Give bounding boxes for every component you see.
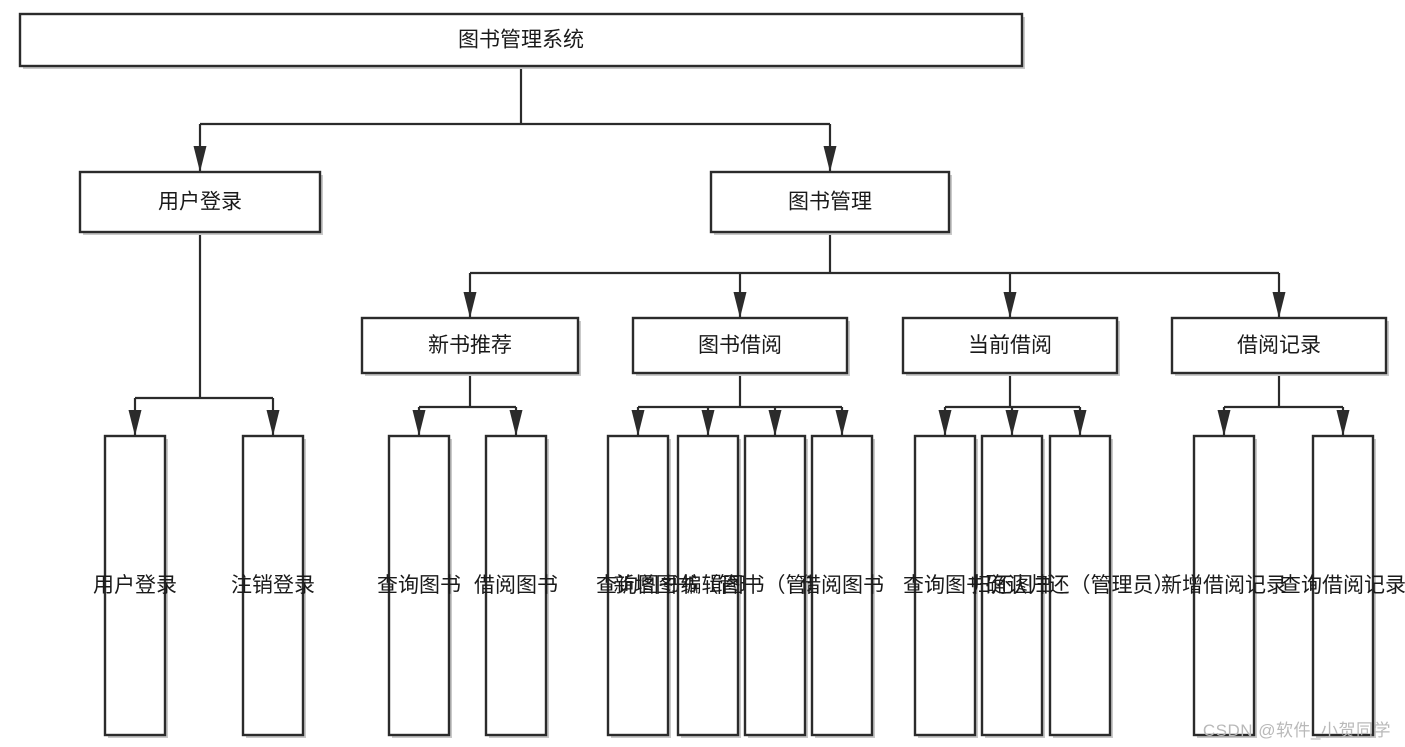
arrow-head-icon: [1073, 410, 1087, 436]
node-book-borrow[interactable]: 图书借阅: [631, 316, 850, 376]
node-label: 归还图书: [970, 574, 1054, 597]
node-label: 确认归还（管理员）: [986, 574, 1175, 597]
node-label: 查询图书: [377, 574, 461, 597]
node-rect[interactable]: [709, 170, 951, 234]
arrow-head-icon: [733, 292, 747, 318]
node-label: 用户登录: [158, 191, 242, 214]
node-leaf-borrow-book[interactable]: 借阅图书: [800, 434, 884, 738]
node-label: 借阅记录: [1237, 334, 1321, 357]
node-leaf-query-book-current[interactable]: 查询图书: [903, 434, 987, 738]
arrow-head-icon: [1272, 292, 1286, 318]
arrow-head-icon: [1005, 410, 1019, 436]
node-rect[interactable]: [18, 12, 1024, 68]
node-rect[interactable]: [810, 434, 874, 737]
node-user-login[interactable]: 用户登录: [78, 170, 323, 235]
node-leaf-user-login[interactable]: 用户登录: [93, 434, 177, 738]
arrow-head-icon: [701, 410, 715, 436]
csdn-watermark: CSDN @软件_小贺同学: [1202, 721, 1391, 740]
node-rect[interactable]: [78, 170, 322, 234]
node-rect[interactable]: [360, 316, 580, 375]
node-book-management[interactable]: 图书管理: [709, 170, 952, 235]
arrow-head-icon: [193, 146, 207, 172]
node-label: 借阅图书: [800, 574, 884, 597]
arrow-head-icon: [128, 410, 142, 436]
node-rect[interactable]: [484, 434, 548, 737]
node-leaf-query-book-recommend[interactable]: 查询图书: [377, 434, 461, 738]
node-rect[interactable]: [980, 434, 1044, 737]
connectors-layer: [128, 66, 1350, 436]
arrow-head-icon: [631, 410, 645, 436]
arrow-head-icon: [938, 410, 952, 436]
node-rect[interactable]: [1311, 434, 1375, 737]
node-root[interactable]: 图书管理系统: [18, 12, 1025, 69]
arrow-head-icon: [1217, 410, 1231, 436]
node-rect[interactable]: [901, 316, 1119, 375]
node-leaf-logout-login[interactable]: 注销登录: [231, 434, 315, 738]
node-rect[interactable]: [1192, 434, 1256, 737]
node-current-borrow[interactable]: 当前借阅: [901, 316, 1120, 376]
arrow-head-icon: [463, 292, 477, 318]
node-rect[interactable]: [743, 434, 807, 737]
node-rect[interactable]: [606, 434, 670, 737]
node-borrow-record[interactable]: 借阅记录: [1170, 316, 1389, 376]
node-leaf-query-borrow-record[interactable]: 查询借阅记录: [1280, 434, 1405, 738]
arrow-head-icon: [1003, 292, 1017, 318]
node-label: 查询图书: [596, 574, 680, 597]
node-rect[interactable]: [913, 434, 977, 737]
node-rect[interactable]: [103, 434, 167, 737]
node-label: 查询图书: [903, 574, 987, 597]
node-leaf-add-borrow-record[interactable]: 新增借阅记录: [1161, 434, 1287, 738]
node-label: 新增借阅记录: [1161, 574, 1287, 597]
node-label: 用户登录: [93, 574, 177, 597]
arrow-head-icon: [835, 410, 849, 436]
node-label: 查询借阅记录: [1280, 574, 1405, 597]
node-rect[interactable]: [631, 316, 849, 375]
arrow-head-icon: [823, 146, 837, 172]
node-label: 新书推荐: [428, 334, 512, 357]
node-new-book-recommend[interactable]: 新书推荐: [360, 316, 581, 376]
node-rect[interactable]: [387, 434, 451, 737]
arrow-head-icon: [1336, 410, 1350, 436]
node-leaf-return-book[interactable]: 归还图书: [970, 434, 1054, 738]
arrow-head-icon: [412, 410, 426, 436]
arrow-head-icon: [266, 410, 280, 436]
node-label: 注销登录: [231, 574, 315, 597]
node-label: 借阅图书: [474, 574, 558, 597]
node-rect[interactable]: [676, 434, 740, 737]
node-leaf-confirm-return-admin[interactable]: 确认归还（管理员）: [986, 434, 1175, 738]
node-label: 图书借阅: [698, 334, 782, 357]
node-leaf-query-book-borrow[interactable]: 查询图书: [596, 434, 680, 738]
arrow-head-icon: [509, 410, 523, 436]
node-rect[interactable]: [241, 434, 305, 737]
node-label: 图书管理: [788, 191, 872, 214]
arrow-head-icon: [768, 410, 782, 436]
node-label: 图书管理系统: [458, 29, 584, 52]
nodes-layer: 图书管理系统用户登录图书管理新书推荐图书借阅当前借阅借阅记录用户登录注销登录查询…: [18, 12, 1405, 738]
node-label: 当前借阅: [968, 334, 1052, 357]
node-rect[interactable]: [1048, 434, 1112, 737]
node-rect[interactable]: [1170, 316, 1388, 375]
node-leaf-borrow-book-recommend[interactable]: 借阅图书: [474, 434, 558, 738]
